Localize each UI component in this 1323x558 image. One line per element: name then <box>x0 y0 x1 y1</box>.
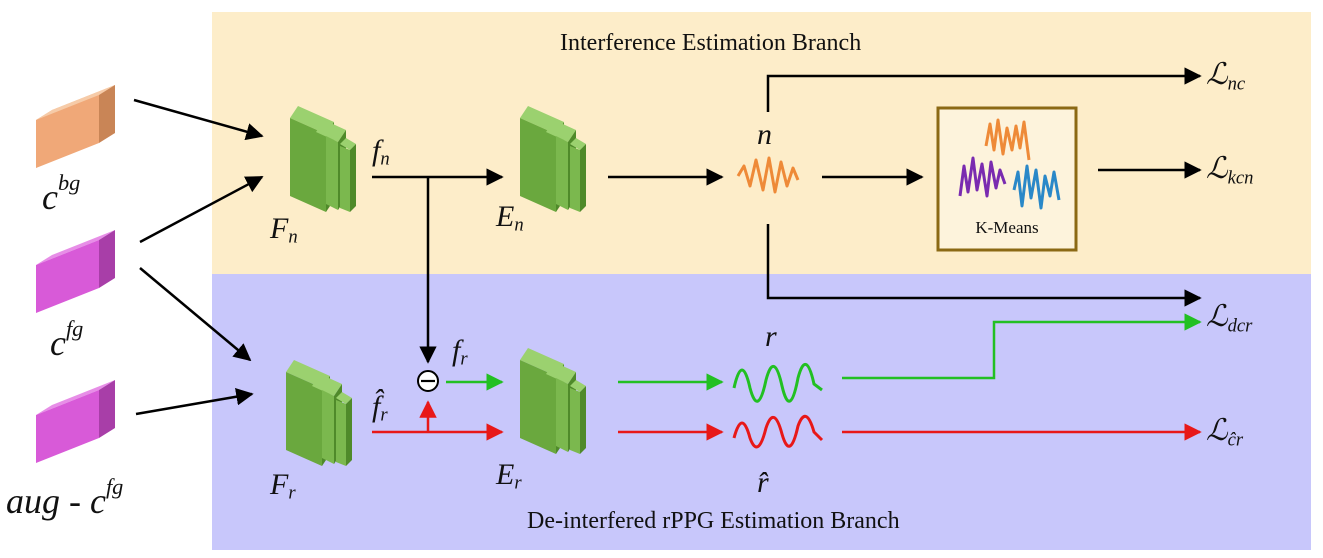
red-arrows <box>372 400 1202 441</box>
label-c-bg: cbg <box>42 170 81 217</box>
interference-branch-region <box>212 12 1311 274</box>
kmeans-blue-wave <box>1012 164 1061 210</box>
block-Er <box>520 348 586 454</box>
label-r-hat: r̂ <box>757 466 769 499</box>
label-fn: fn <box>372 134 390 170</box>
loss-kcn: ℒkcn <box>1206 151 1254 189</box>
subtract-node <box>417 370 439 392</box>
label-Er: Er <box>496 458 522 494</box>
input-cube-fg <box>36 230 115 313</box>
label-r: r <box>765 320 777 353</box>
loss-nc: ℒnc <box>1206 57 1246 95</box>
label-En: En <box>496 200 524 236</box>
label-c-fg: cfg <box>50 316 84 363</box>
interference-branch-title: Interference Estimation Branch <box>560 30 862 56</box>
label-Fr: Fr <box>270 468 296 504</box>
rppg-branch-title: De-interfered rPPG Estimation Branch <box>527 508 900 534</box>
signal-n-waveform <box>736 156 800 194</box>
label-fr: fr <box>452 334 468 370</box>
green-arrows <box>446 313 1202 391</box>
signal-r-waveform <box>732 363 823 403</box>
kmeans-purple-wave <box>958 156 1007 198</box>
label-n: n <box>757 118 772 151</box>
input-cube-bg <box>36 85 115 168</box>
label-aug-c-fg: aug - cfg <box>6 474 124 521</box>
rppg-branch-region <box>212 274 1311 550</box>
loss-dcr: ℒdcr <box>1206 299 1253 337</box>
signal-rhat-waveform <box>732 415 824 449</box>
block-En <box>520 106 586 212</box>
block-Fn <box>290 106 356 212</box>
label-fr-hat: f̂r <box>372 390 388 426</box>
loss-cr-hat: ℒĉr <box>1206 413 1244 451</box>
kmeans-orange-wave <box>984 118 1031 161</box>
kmeans-label: K-Means <box>975 218 1039 237</box>
label-Fn: Fn <box>270 212 298 248</box>
input-cube-aug <box>36 380 115 463</box>
block-Fr <box>286 360 352 466</box>
black-arrows <box>133 67 1202 416</box>
